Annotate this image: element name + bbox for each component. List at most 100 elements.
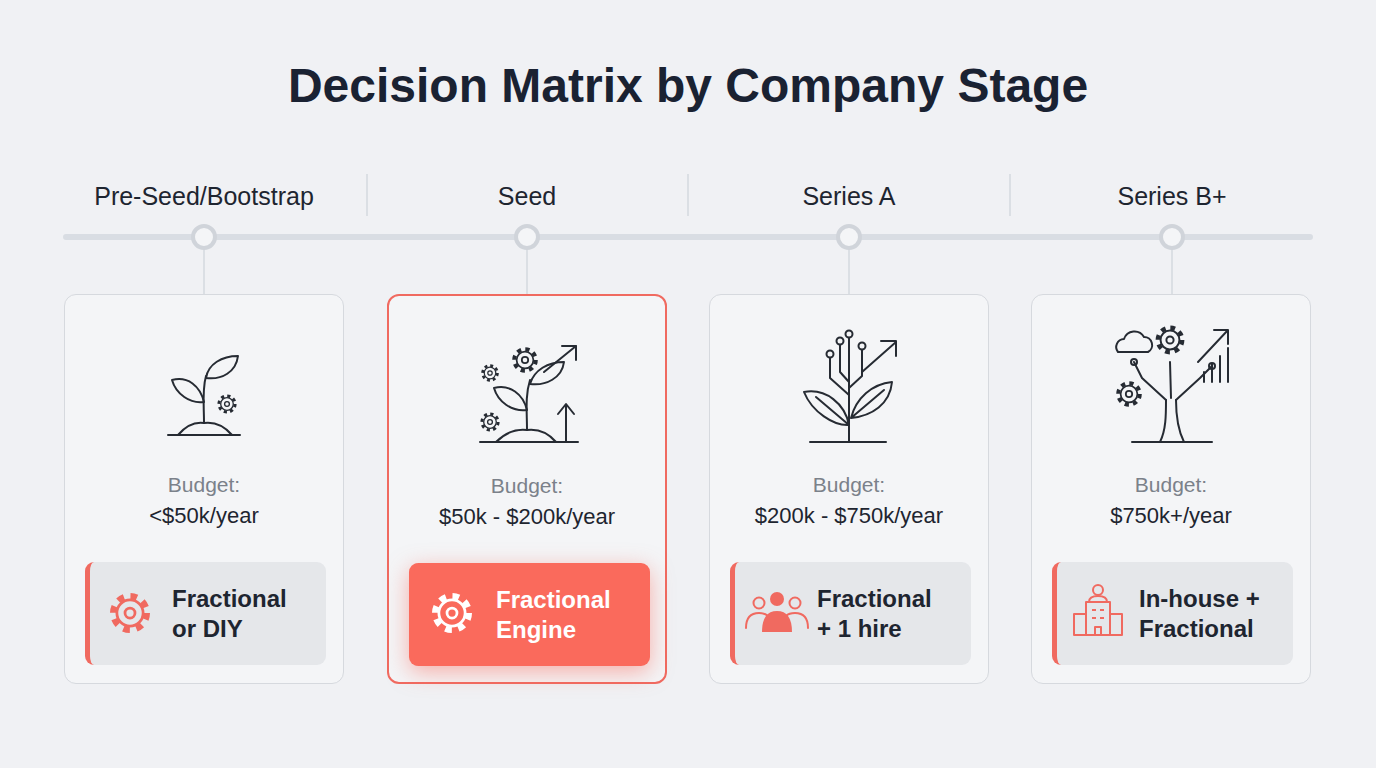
cloud-symbol — [1116, 331, 1152, 352]
stem — [204, 376, 207, 423]
soil-mound — [178, 423, 232, 435]
leader-line — [1171, 248, 1173, 295]
budget-value: $200k - $750k/year — [710, 500, 988, 531]
recommendation-text: In-house + Fractional — [1139, 584, 1269, 644]
stage-separator — [1009, 174, 1011, 216]
person-head — [1093, 585, 1103, 595]
trunk — [1160, 400, 1184, 442]
growth-icon — [480, 346, 578, 442]
circuit-node — [859, 343, 866, 350]
ground-line — [480, 441, 578, 443]
team-icon — [746, 592, 808, 632]
budget-label: Budget: — [710, 469, 988, 500]
recommendation-badge: In-house + Fractional — [1052, 562, 1293, 665]
soil-mound — [496, 430, 556, 442]
person-body — [746, 613, 768, 628]
circuit-node — [1131, 359, 1137, 365]
stage-label: Series A — [802, 182, 895, 211]
person-body — [1089, 596, 1107, 602]
gear-symbol — [219, 396, 235, 412]
budget-value: $50k - $200k/year — [389, 501, 665, 532]
timeline-dot — [838, 226, 860, 248]
card-text-group: Budget:<$50k/year — [65, 469, 343, 531]
recommendation-badge: Fractional + 1 hire — [730, 562, 971, 665]
stage-label: Series B+ — [1117, 182, 1226, 211]
ground-line — [1132, 441, 1212, 443]
tech-tree-icon — [1116, 330, 1228, 442]
diagram-title: Decision Matrix by Company Stage — [0, 58, 1376, 113]
budget-label: Budget: — [65, 469, 343, 500]
person-body — [786, 613, 808, 628]
leaf — [494, 387, 527, 410]
leaf — [530, 362, 564, 384]
circuit-tree-icon — [804, 331, 896, 443]
gear-symbol — [1158, 328, 1182, 352]
gear-symbol — [514, 349, 536, 371]
ground-line — [168, 434, 240, 436]
gear-symbol — [482, 414, 498, 430]
circuit-node — [837, 338, 844, 345]
timeline-track — [66, 234, 1310, 240]
person-body — [762, 611, 792, 632]
leaf — [804, 391, 849, 425]
leader-line — [203, 248, 205, 295]
stage-card: Budget:$200k - $750k/yearFractional + 1 … — [709, 294, 989, 684]
stage-separator — [366, 174, 368, 216]
circuit-node — [827, 351, 834, 358]
gear-icon — [113, 596, 147, 630]
budget-label: Budget: — [389, 470, 665, 501]
building-tower — [1086, 602, 1110, 635]
building-wing — [1074, 614, 1086, 635]
gear-symbol — [483, 366, 498, 381]
building-windows — [1092, 610, 1104, 635]
budget-value: $750k+/year — [1032, 500, 1310, 531]
gear-icon — [435, 596, 469, 630]
card-text-group: Budget:$750k+/year — [1032, 469, 1310, 531]
card-text-group: Budget:$50k - $200k/year — [389, 470, 665, 532]
leader-line — [848, 248, 850, 295]
recommendation-badge: Fractional or DIY — [85, 562, 326, 665]
person-head — [770, 592, 784, 606]
stage-label: Seed — [498, 182, 556, 211]
timeline-dot — [516, 226, 538, 248]
timeline-dot — [1161, 226, 1183, 248]
up-arrow — [558, 404, 574, 442]
growth-arrow — [862, 341, 896, 372]
timeline-dot — [193, 226, 215, 248]
budget-label: Budget: — [1032, 469, 1310, 500]
leaf — [851, 382, 892, 418]
person-head — [754, 598, 765, 609]
circuit-node — [1209, 363, 1215, 369]
leaf — [206, 356, 238, 378]
branch — [1134, 362, 1212, 400]
building-wing — [1110, 614, 1122, 635]
growth-arrow — [1198, 330, 1228, 362]
growth-arrow — [544, 346, 576, 372]
sprout-icon — [168, 356, 240, 435]
recommendation-text: Fractional + 1 hire — [817, 584, 947, 644]
leader-line — [526, 248, 528, 295]
recommendation-text: Fractional Engine — [496, 585, 626, 645]
circuit-branch — [830, 338, 862, 395]
bar-chart — [1204, 348, 1228, 382]
building-icon — [1074, 585, 1122, 635]
stage-label: Pre-Seed/Bootstrap — [94, 182, 314, 211]
recommendation-text: Fractional or DIY — [172, 584, 302, 644]
person-head — [790, 598, 801, 609]
card-text-group: Budget:$200k - $750k/year — [710, 469, 988, 531]
stage-card: Budget:<$50k/yearFractional or DIY — [64, 294, 344, 684]
budget-value: <$50k/year — [65, 500, 343, 531]
circuit-node — [846, 331, 853, 338]
leaf — [172, 379, 204, 402]
stage-card: Budget:$50k - $200k/yearFractional Engin… — [387, 294, 667, 684]
stage-separator — [687, 174, 689, 216]
ground-line — [810, 441, 886, 443]
stage-card: Budget:$750k+/yearIn-house + Fractional — [1031, 294, 1311, 684]
trunk — [848, 372, 850, 442]
recommendation-badge: Fractional Engine — [409, 563, 650, 666]
gear-symbol — [1118, 383, 1140, 405]
